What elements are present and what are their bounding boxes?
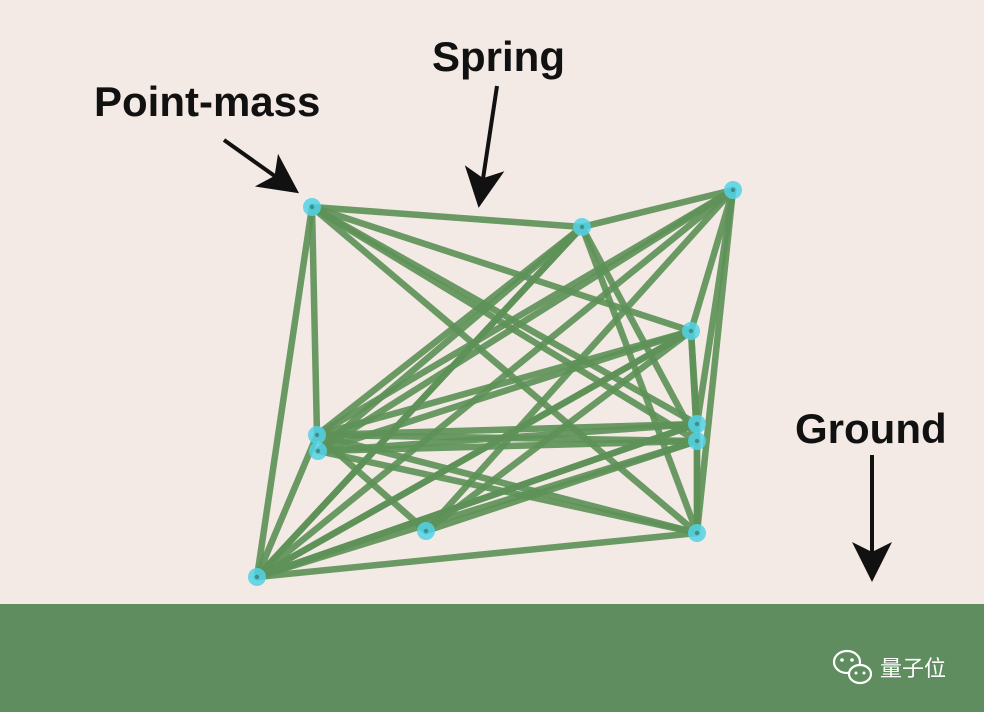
spring (578, 223, 701, 445)
point-mass (724, 181, 742, 199)
point-mass-arrow (222, 138, 300, 194)
point-mass-group (248, 181, 742, 586)
point-mass-label: Point-mass (94, 78, 320, 125)
spring (693, 186, 737, 537)
spring (578, 223, 701, 537)
spring (253, 420, 701, 581)
spring (687, 327, 701, 428)
point-mass (688, 415, 706, 433)
point-mass (573, 218, 591, 236)
ground-plane (0, 604, 984, 712)
spring (253, 529, 701, 581)
ground-label: Ground (795, 405, 947, 452)
spring (687, 186, 737, 335)
spring (578, 186, 737, 231)
spring (253, 203, 316, 581)
spring (253, 223, 586, 581)
point-mass (417, 522, 435, 540)
point-mass (688, 432, 706, 450)
point-mass (308, 426, 326, 444)
spring (253, 327, 695, 581)
spring (308, 203, 321, 439)
spring (308, 203, 701, 537)
spring (314, 186, 737, 455)
spring (308, 203, 586, 231)
spring (308, 203, 701, 445)
spring-label: Spring (432, 33, 565, 80)
spring-network (253, 186, 737, 581)
spring (314, 223, 586, 455)
watermark: 量子位 (832, 649, 946, 685)
point-mass (309, 442, 327, 460)
point-mass (248, 568, 266, 586)
wechat-icon (832, 649, 873, 685)
spring (422, 327, 695, 535)
spring (314, 327, 695, 455)
point-mass (688, 524, 706, 542)
spring (313, 431, 430, 535)
watermark-text: 量子位 (880, 657, 946, 682)
point-mass (303, 198, 321, 216)
spring (253, 431, 321, 581)
point-mass (682, 322, 700, 340)
spring-arrow (464, 85, 505, 208)
spring (422, 437, 701, 535)
